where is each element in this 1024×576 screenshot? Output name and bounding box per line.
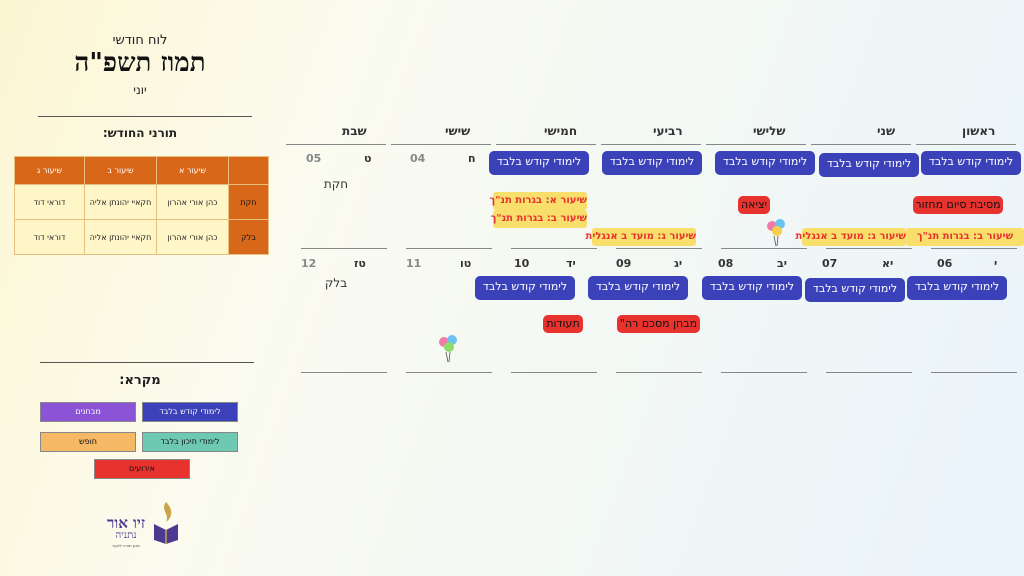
duty-row-header: חקת (228, 184, 269, 220)
balloon-sticker-icon (439, 335, 457, 363)
hebrew-day: ט (364, 152, 372, 165)
parasha-label: בלק (324, 276, 348, 290)
event-holy[interactable]: לימודי קודש בלבד (602, 151, 702, 175)
event-holy[interactable]: לימודי קודש בלבד (702, 276, 802, 300)
week-line (406, 372, 492, 373)
event-holy[interactable]: לימודי קודש בלבד (588, 276, 688, 300)
event-holy[interactable]: לימודי קודש בלבד (819, 153, 919, 177)
event-test[interactable]: שיעור ב: בגרות תנ"ך (906, 228, 1024, 246)
week-line (721, 372, 807, 373)
day-number: 04 (410, 152, 426, 165)
header-line (811, 144, 911, 145)
event-holy[interactable]: לימודי קודש בלבד (921, 151, 1021, 175)
logo-name: זיו אור (106, 514, 145, 532)
week-line (406, 248, 492, 249)
divider (40, 362, 254, 363)
dayname-wednesday: רביעי (653, 124, 683, 138)
dayname-monday: שני (877, 124, 896, 138)
duty-col-header: שיעור ב (84, 156, 157, 185)
event-holy[interactable]: לימודי קודש בלבד (805, 278, 905, 302)
dayname-thursday: חמישי (544, 124, 578, 138)
week-line (616, 372, 702, 373)
legend-exams: מבחנים (40, 402, 136, 422)
day-number: 05 (306, 152, 322, 165)
day-number: 09 (616, 257, 632, 270)
day-number: 12 (301, 257, 317, 270)
duty-row-header: בלק (228, 219, 269, 255)
day-number: 08 (718, 257, 734, 270)
balloon-sticker-icon (767, 219, 785, 247)
week-line (511, 248, 597, 249)
divider (38, 116, 252, 117)
hebrew-day: י (994, 257, 998, 270)
event-test[interactable]: שיעור ג: מועד ב אנגלית (796, 228, 906, 246)
event-test[interactable]: שיעור א: בגרות תנ"ך (489, 192, 587, 210)
duty-table: שיעור א שיעור ב שיעור ג חקת כהן אורי אהר… (14, 156, 269, 255)
dayname-friday: שישי (445, 124, 471, 138)
duty-title: תורני החודש: (102, 126, 178, 140)
header-line (601, 144, 701, 145)
event-test[interactable]: שיעור ב: בגרות תנ"ך (491, 210, 587, 228)
day-number: 06 (937, 257, 953, 270)
duty-cell: כהן אורי אהרון (156, 184, 229, 220)
duty-cell: חקאיי יהונתן אליה (84, 219, 157, 255)
event-holy[interactable]: לימודי קודש בלבד (475, 276, 575, 300)
logo-tagline: מכון תורני לנוער (112, 543, 140, 548)
duty-corner (228, 156, 269, 185)
event-holy[interactable]: לימודי קודש בלבד (489, 151, 589, 175)
week-line (826, 372, 912, 373)
event-report-cards[interactable]: תעודות (543, 315, 583, 333)
week-line (931, 248, 1017, 249)
duty-cell: דוראי דוד (14, 184, 85, 220)
header-line (286, 144, 386, 145)
page-title: תמוז תשפ"ה (74, 48, 206, 78)
day-number: 07 (822, 257, 838, 270)
hebrew-day: טו (460, 257, 472, 270)
dayname-tuesday: שלישי (753, 124, 786, 138)
legend-events: אירועים (94, 459, 190, 479)
legend-title: מקרא: (119, 373, 161, 388)
event-holy[interactable]: לימודי קודש בלבד (715, 151, 815, 175)
legend-holy: לימודי קודש בלבד (142, 402, 238, 422)
hebrew-day: יב (777, 257, 787, 270)
week-line (931, 372, 1017, 373)
event-holy[interactable]: לימודי קודש בלבד (907, 276, 1007, 300)
duty-cell: דוראי דוד (14, 219, 85, 255)
week-line (721, 248, 807, 249)
logo-city: נתניה (115, 530, 137, 541)
week-line (511, 372, 597, 373)
day-number: 10 (514, 257, 530, 270)
header-line (706, 144, 806, 145)
header-line (496, 144, 596, 145)
dayname-sunday: ראשון (962, 124, 996, 138)
hebrew-day: טז (354, 257, 366, 270)
week-line (616, 248, 702, 249)
event-trip[interactable]: יציאה (738, 196, 770, 214)
duty-cell: חקאיי יהונתן אליה (84, 184, 157, 220)
week-line (826, 248, 912, 249)
hebrew-day: יג (674, 257, 683, 270)
hebrew-day: יא (882, 257, 894, 270)
event-party[interactable]: מסיבת סיום מחזור (913, 196, 1003, 214)
gregorian-month: יוני (133, 83, 147, 97)
hebrew-day: ח (468, 152, 476, 165)
duty-cell: כהן אורי אהרון (156, 219, 229, 255)
week-line (301, 248, 387, 249)
week-line (301, 372, 387, 373)
duty-col-header: שיעור א (156, 156, 229, 185)
parasha-label: חקת (323, 177, 349, 191)
header-line (916, 144, 1016, 145)
logo-flame-icon (154, 502, 178, 544)
day-number: 11 (406, 257, 422, 270)
legend-secular: לימודי תיכון בלבד (142, 432, 238, 452)
event-test[interactable]: שיעור ג: מועד ב אנגלית (586, 228, 696, 246)
calendar-subtitle: לוח חודשי (112, 33, 168, 48)
header-line (391, 144, 491, 145)
legend-vacation: חופש (40, 432, 136, 452)
event-exam[interactable]: מבחן מסכם רה" (617, 315, 700, 333)
dayname-shabbat: שבת (342, 124, 367, 138)
duty-col-header: שיעור ג (14, 156, 85, 185)
hebrew-day: יד (566, 257, 576, 270)
